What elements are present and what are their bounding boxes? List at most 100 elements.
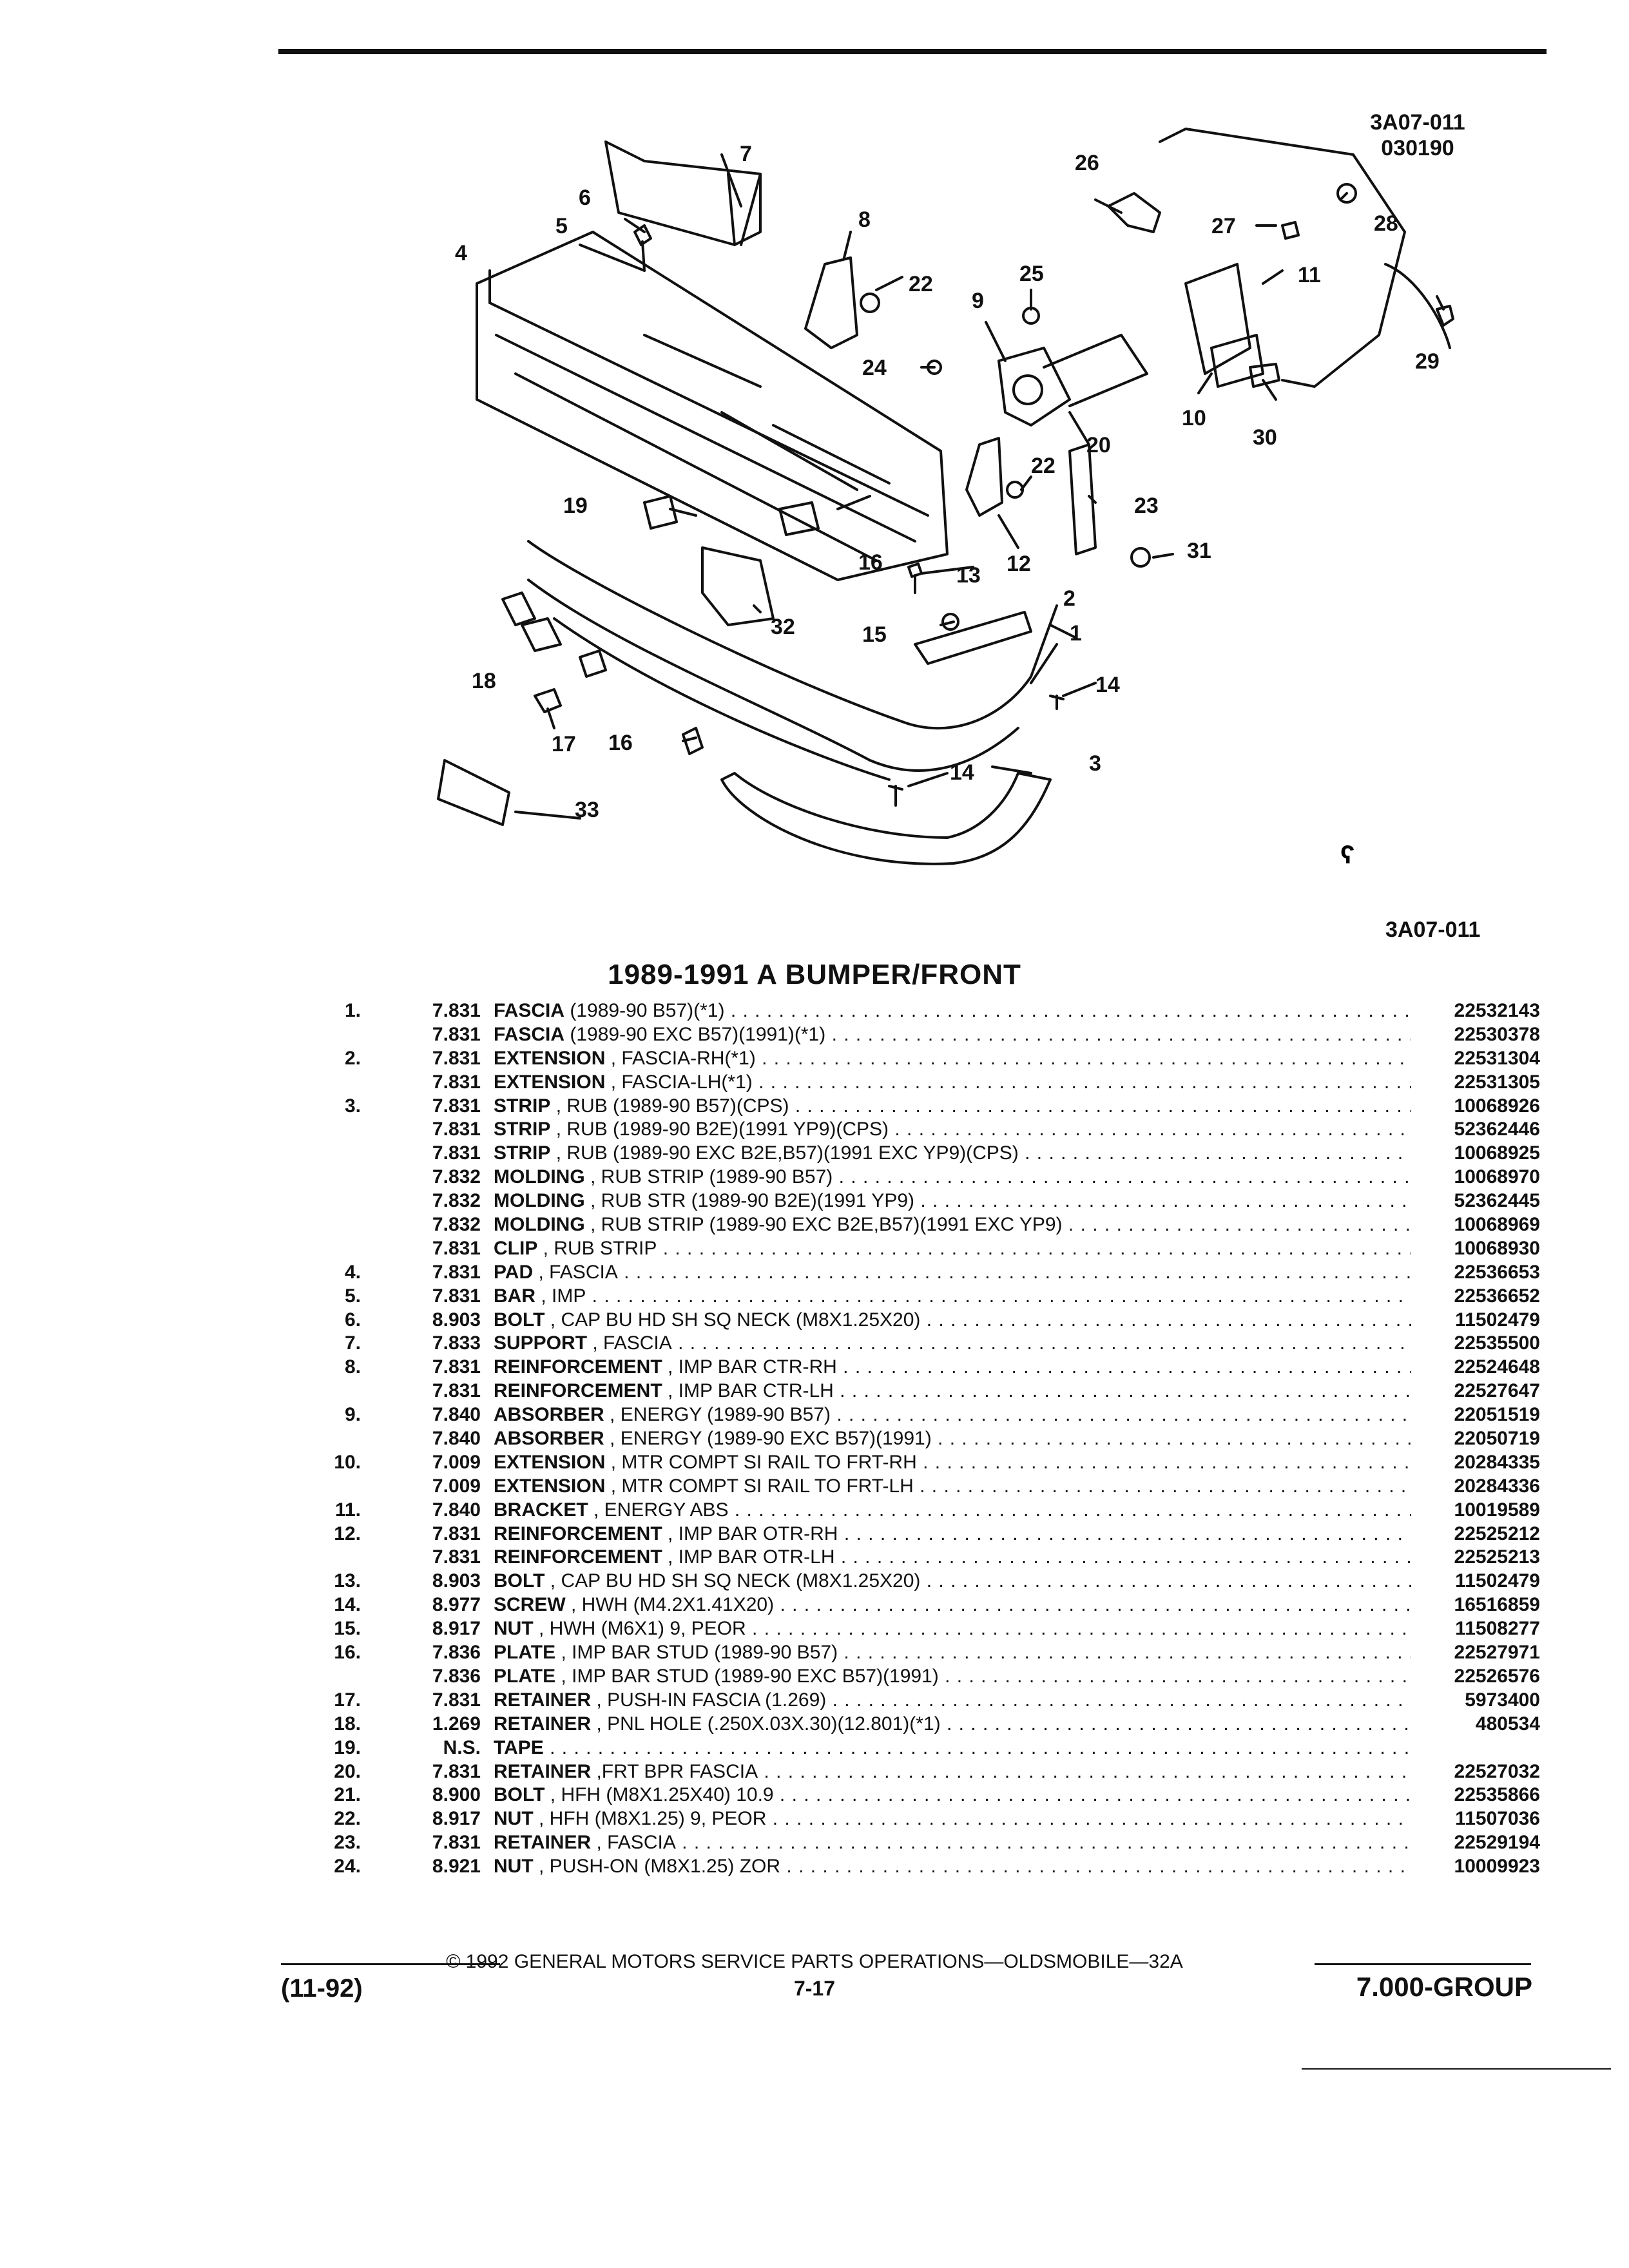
group-number: 7.832 [432,1166,481,1188]
part-description: BRACKET , ENERGY ABS [494,1499,1411,1521]
part-detail: , IMP BAR OTR-RH [662,1523,838,1544]
item-number: 1. [344,1000,361,1021]
part-detail: , IMP BAR OTR-LH [662,1546,835,1568]
callout-7: 7 [740,142,752,166]
part-description: RETAINER , FASCIA [494,1832,1411,1854]
part-description: FASCIA (1989-90 B57)(*1) [494,1000,1411,1022]
item-number: 15. [334,1618,361,1640]
part-number: 22535866 [1454,1784,1540,1806]
bolt-27-drawing [1281,221,1300,240]
part-name: FASCIA [494,1023,565,1045]
table-row: 19.N.S.TAPE [322,1737,1540,1761]
group-number: 7.840 [432,1499,481,1521]
callout-6: 6 [579,186,591,210]
footer-copyright: © 1992 GENERAL MOTORS SERVICE PARTS OPER… [446,1951,1183,1972]
callout-25: 25 [1019,262,1044,286]
callout-28: 28 [1374,211,1398,236]
callout-33: 33 [575,798,599,822]
group-number: 8.903 [432,1309,481,1331]
part-name: BRACKET [494,1499,588,1521]
callout-19: 18 [472,669,496,693]
part-number: 11502479 [1455,1570,1540,1592]
callout-4: 4 [455,241,467,265]
group-number: 7.831 [432,1356,481,1378]
group-number: 7.009 [432,1451,481,1473]
part-description: SCREW , HWH (M4.2X1.41X20) [494,1594,1411,1616]
callout-13: 13 [956,563,981,588]
part-description: EXTENSION , MTR COMPT SI RAIL TO FRT-RH [494,1452,1411,1474]
item-number: 21. [334,1784,361,1806]
footer-group: 7.000-GROUP [1356,1972,1532,2002]
part-detail: , IMP BAR STUD (1989-90 EXC B57)(1991) [555,1665,939,1687]
part-description: RETAINER ,FRT BPR FASCIA [494,1761,1411,1783]
diagram-ref-date: 030190 [1381,136,1454,160]
part-number: 22050719 [1454,1428,1540,1450]
emblem-33-drawing [437,759,510,826]
part-number: 52362446 [1454,1119,1540,1140]
callout-5: 5 [555,214,568,238]
part-description: REINFORCEMENT , IMP BAR CTR-LH [494,1380,1411,1402]
callout-9: 9 [972,289,984,313]
retainer-17-drawing [682,727,704,755]
diagram-ref-code-bottom: 3A07-011 [1385,918,1481,942]
part-number: 52362445 [1454,1190,1540,1212]
callout-14b: 14 [950,760,974,785]
part-name: EXTENSION [494,1071,606,1093]
callout-21: 20 [1086,433,1111,457]
part-description: STRIP , RUB (1989-90 B57)(CPS) [494,1095,1411,1117]
callout-14a: 14 [1095,673,1120,697]
part-detail: , ENERGY ABS [588,1499,729,1521]
part-name: RETAINER [494,1832,592,1854]
part-number: 22529194 [1454,1832,1540,1854]
part-detail: , PUSH-IN FASCIA (1.269) [591,1689,827,1711]
part-name: EXTENSION [494,1451,606,1473]
part-number: 10019589 [1454,1499,1540,1521]
item-number: 2. [344,1047,361,1069]
part-name: SCREW [494,1594,566,1616]
part-description: BOLT , HFH (M8X1.25X40) 10.9 [494,1784,1411,1806]
part-detail: , RUB STRIP (1989-90 EXC B2E,B57)(1991 E… [584,1214,1063,1236]
group-number: 7.831 [432,1000,481,1021]
part-name: ABSORBER [494,1428,604,1450]
part-name: NUT [494,1808,534,1830]
part-description: RETAINER , PUSH-IN FASCIA (1.269) [494,1689,1411,1711]
part-name: EXTENSION [494,1047,606,1069]
part-name: PLATE [494,1642,556,1664]
part-description: PLATE , IMP BAR STUD (1989-90 EXC B57)(1… [494,1666,1411,1687]
part-name: RETAINER [494,1689,592,1711]
energy-bracket-drawing [1184,263,1251,375]
retainer-20-drawing [643,495,678,530]
part-name: BOLT [494,1570,545,1592]
part-number: 10068969 [1454,1214,1540,1236]
footer-rule-left [281,1963,500,1965]
callout-23: 23 [1134,494,1159,518]
callout-18: 17 [552,732,576,756]
item-number: 19. [334,1736,361,1758]
part-number: 22527971 [1454,1642,1540,1664]
callout-12: 12 [1007,552,1031,576]
rail-extension-drawing [1210,334,1264,388]
item-number: 8. [344,1356,361,1378]
part-description: BAR , IMP [494,1285,1411,1307]
part-detail: (1989-90 B57)(*1) [564,1000,725,1021]
part-description: MOLDING , RUB STR (1989-90 B2E)(1991 YP9… [494,1190,1411,1212]
callout-20: 19 [563,494,588,518]
group-number: 7.831 [432,1023,481,1045]
part-number: 22531304 [1454,1047,1540,1069]
part-name: CLIP [494,1237,538,1259]
group-number: 8.900 [432,1784,481,1806]
part-name: BOLT [494,1784,545,1806]
item-number: 14. [334,1594,361,1616]
group-number: 8.917 [432,1618,481,1640]
part-description: SUPPORT , FASCIA [494,1332,1411,1354]
part-description: MOLDING , RUB STRIP (1989-90 EXC B2E,B57… [494,1214,1411,1236]
item-number: 24. [334,1856,361,1878]
gm-logo-mark: ʕ [1340,841,1354,869]
